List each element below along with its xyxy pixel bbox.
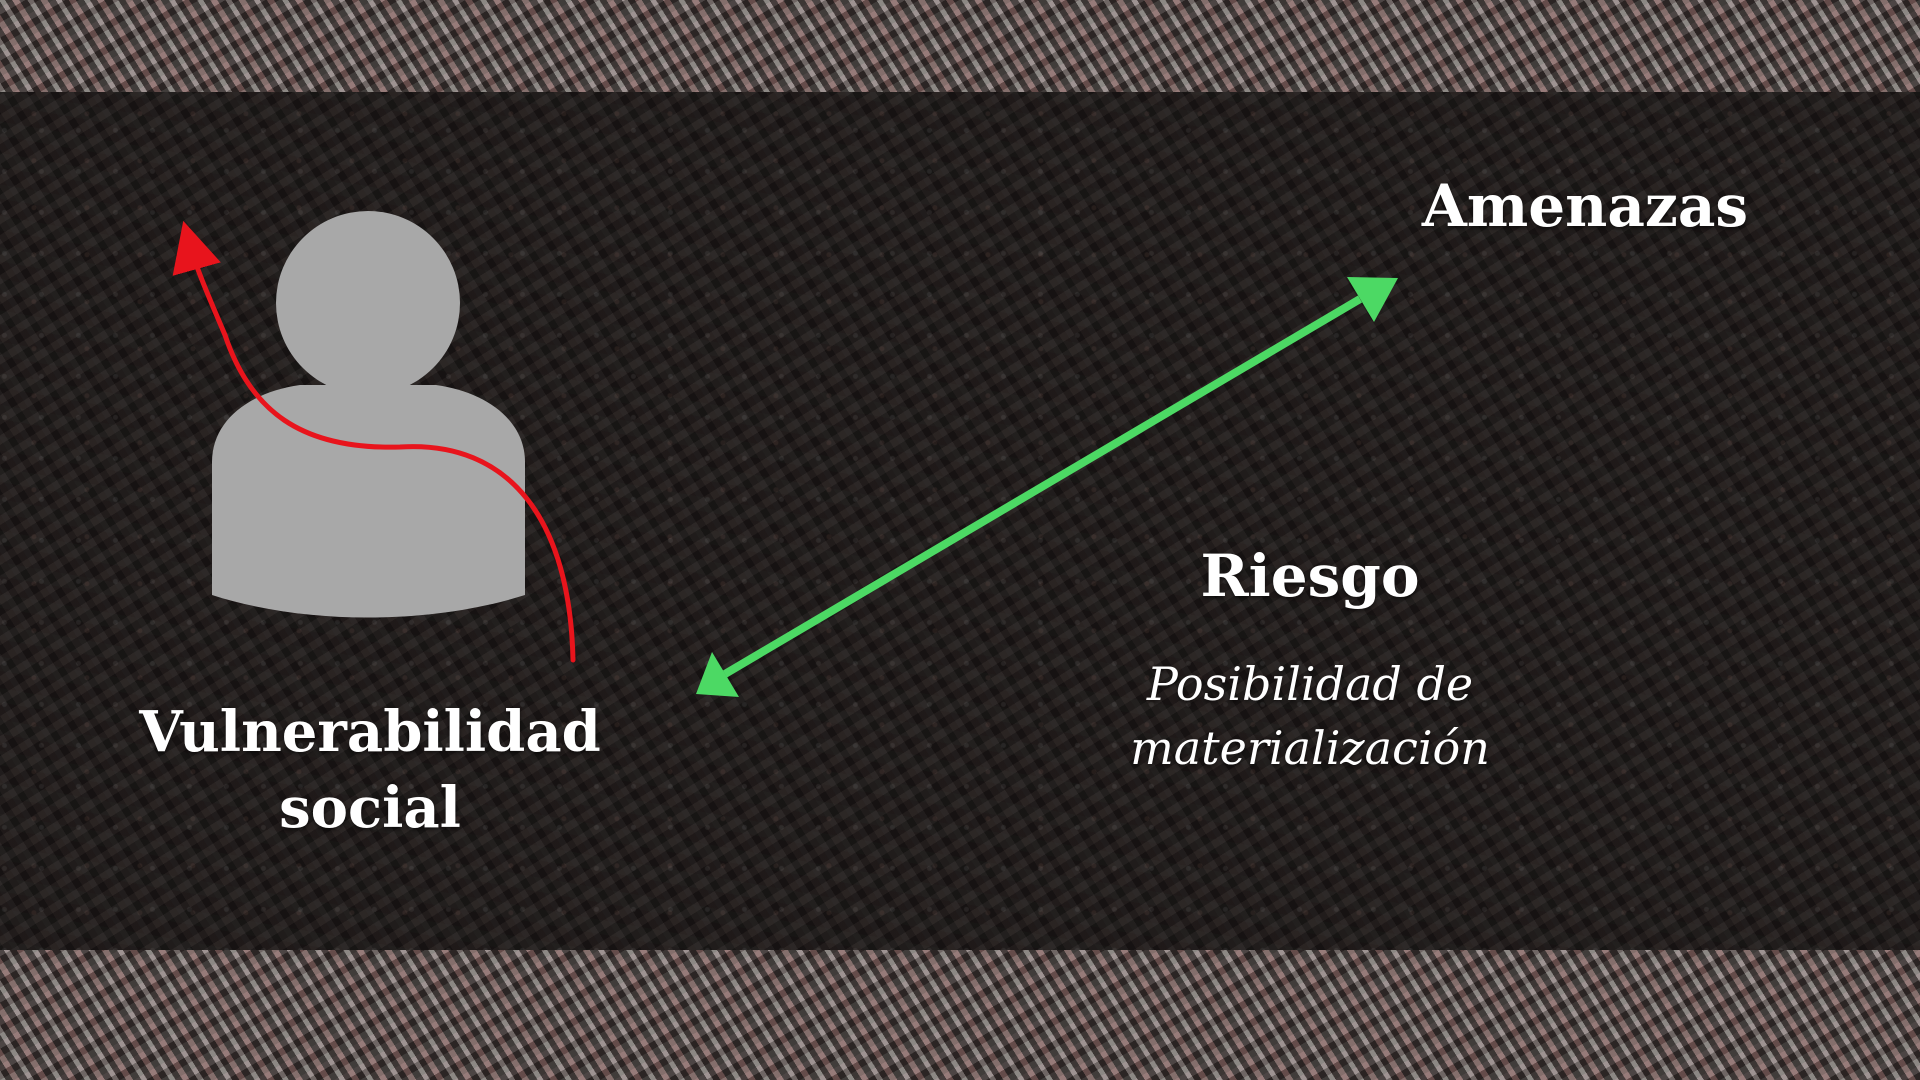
risk-label: Riesgo [1200, 542, 1420, 610]
vulnerability-label-line-2: social [279, 775, 461, 841]
vulnerability-label-line-1: Vulnerabilidad [139, 699, 601, 765]
crowd-background-top [0, 0, 1920, 92]
vulnerability-label: Vulnerabilidad social [100, 694, 640, 846]
person-silhouette-icon [212, 211, 525, 618]
risk-description-line-2: materialización [1130, 721, 1490, 775]
threats-label: Amenazas [1421, 172, 1749, 240]
curved-arrow-icon [172, 220, 576, 663]
double-headed-arrow-icon [696, 277, 1398, 697]
risk-description: Posibilidad de materialización [1080, 652, 1540, 780]
risk-description-line-1: Posibilidad de [1146, 657, 1474, 711]
crowd-background-bottom [0, 950, 1920, 1080]
